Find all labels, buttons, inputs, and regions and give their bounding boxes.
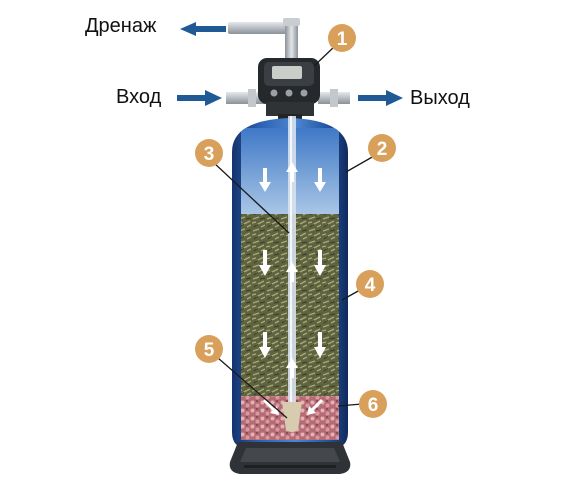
flow-up-arrows [286, 162, 298, 378]
callout-1: 1 [328, 24, 356, 52]
outlet-label: Выход [410, 87, 470, 109]
callout-number: 2 [377, 139, 388, 160]
tank-base [229, 442, 351, 474]
callout-3: 3 [195, 139, 223, 167]
callout-number: 4 [365, 275, 376, 296]
outlet-arrow [358, 90, 403, 106]
control-valve [258, 58, 320, 120]
leader-lines [212, 45, 375, 419]
inlet-label: Вход [116, 86, 162, 108]
valve-display [272, 66, 302, 79]
valve-button-icon [285, 89, 293, 97]
callout-number: 5 [204, 340, 215, 361]
callout-6: 6 [359, 390, 387, 418]
outlet-pipe [318, 89, 350, 107]
callout-5: 5 [195, 335, 223, 363]
callout-number: 6 [368, 395, 379, 416]
callout-number: 3 [204, 144, 215, 165]
drain-label: Дренаж [85, 15, 157, 37]
bottom-strainer [282, 402, 302, 432]
drain-arrow [180, 22, 226, 36]
inlet-arrow [177, 90, 222, 106]
drain-pipe [228, 18, 300, 64]
flow-down-arrows [259, 168, 326, 358]
callout-number: 1 [337, 29, 348, 50]
callout-4: 4 [356, 270, 384, 298]
callout-2: 2 [368, 134, 396, 162]
valve-button-icon [300, 89, 308, 97]
valve-button-icon [270, 89, 278, 97]
inlet-pipe [226, 89, 266, 107]
filter-tank [232, 116, 348, 448]
